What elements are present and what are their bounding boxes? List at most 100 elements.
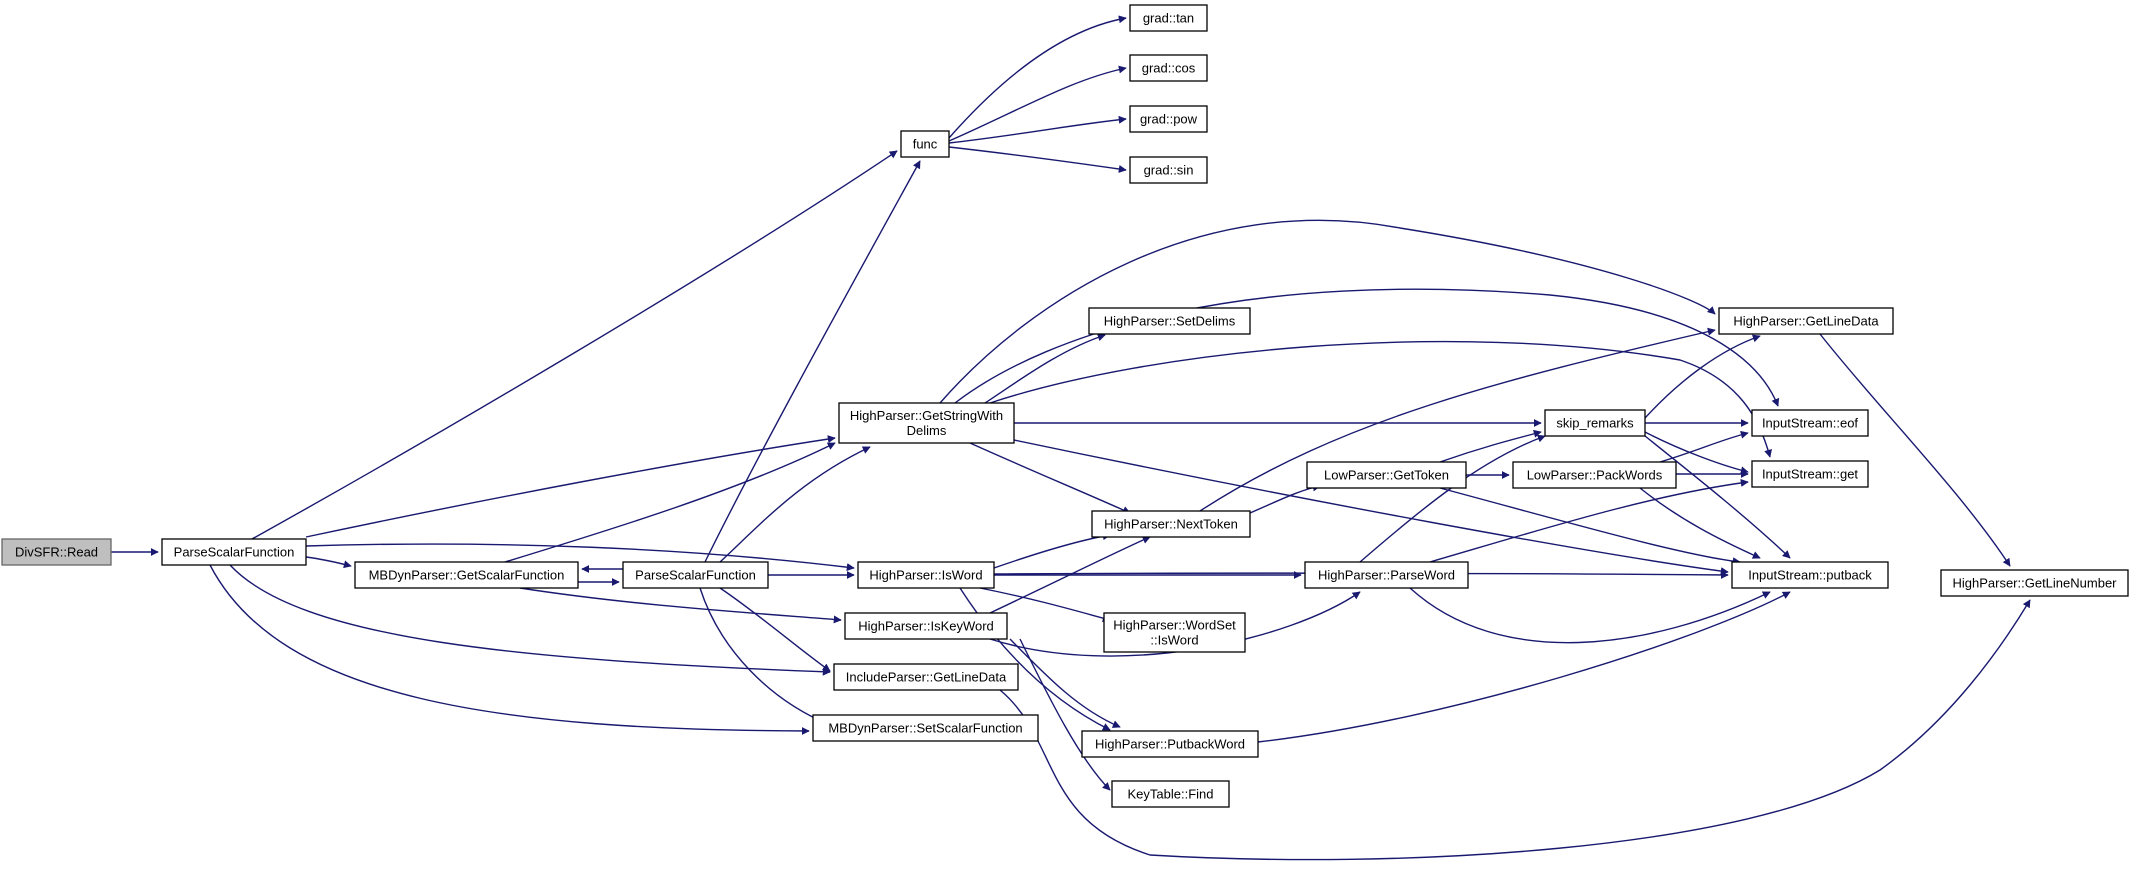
- edge-line: [305, 543, 855, 572]
- node-label: LowParser::PackWords: [1527, 467, 1663, 482]
- node-is-get[interactable]: InputStream::get: [1751, 460, 1869, 488]
- node-hp-is-key-word[interactable]: HighParser::IsKeyWord: [844, 612, 1008, 640]
- edge-hp_is_key_word-to-hp_next_token: [989, 536, 1151, 614]
- node-label: KeyTable::Find: [1128, 786, 1214, 801]
- node-grad-pow[interactable]: grad::pow: [1129, 105, 1208, 133]
- edge-func-to-grad_pow: [948, 115, 1127, 144]
- edge-lp_get_token-to-is_putback: [1439, 487, 1741, 566]
- node-divsfr-read[interactable]: DivSFR::Read: [1, 538, 112, 566]
- edge-lp_get_token-to-skip_remarks: [1439, 429, 1542, 463]
- edge-line: [939, 219, 1716, 404]
- node-box: [1, 538, 112, 566]
- node-label: ParseScalarFunction: [635, 567, 756, 582]
- node-label: HighParser::GetLineNumber: [1952, 575, 2117, 590]
- edge-hp_next_token-to-hp_get_line_data: [1199, 327, 1716, 512]
- edge-parse_scalar_function_1-to-hp_get_string_with_delims: [305, 435, 836, 538]
- edge-parse_scalar_function_2-to-hp_get_string_with_delims: [719, 446, 871, 563]
- node-mbdyn-set-scalar-function[interactable]: MBDynParser::SetScalarFunction: [812, 714, 1039, 742]
- edge-lp_pack_words-to-is_eof: [1659, 430, 1749, 463]
- node-box: [1081, 730, 1259, 758]
- node-ip-get-line-data[interactable]: IncludeParser::GetLineData: [833, 663, 1019, 691]
- edge-line: [1644, 431, 1749, 475]
- node-label: ::IsWord: [1150, 632, 1198, 647]
- node-box: [1129, 4, 1208, 32]
- node-hp-next-token[interactable]: HighParser::NextToken: [1091, 510, 1251, 538]
- edge-line: [993, 532, 1111, 569]
- node-grad-tan[interactable]: grad::tan: [1129, 4, 1208, 32]
- node-label: HighParser::GetStringWith: [850, 408, 1003, 423]
- edge-hp_get_string_with_delims-to-is_get: [989, 340, 1772, 458]
- edge-parse_scalar_function_1-to-hp_is_word: [305, 543, 855, 572]
- node-hp-get-line-data[interactable]: HighParser::GetLineData: [1718, 307, 1894, 335]
- node-lp-pack-words[interactable]: LowParser::PackWords: [1512, 461, 1677, 489]
- node-skip-remarks[interactable]: skip_remarks: [1544, 409, 1646, 437]
- node-is-eof[interactable]: InputStream::eof: [1751, 409, 1869, 437]
- node-label: grad::sin: [1144, 162, 1194, 177]
- edge-line: [305, 435, 836, 538]
- node-hp-parse-word[interactable]: HighParser::ParseWord: [1304, 561, 1469, 589]
- edge-line: [251, 150, 898, 540]
- node-grad-cos[interactable]: grad::cos: [1129, 54, 1208, 82]
- node-box: [1129, 156, 1208, 184]
- node-box: [1304, 561, 1469, 589]
- edge-line: [305, 556, 352, 569]
- edge-parse_scalar_function_2-to-ip_get_line_data: [719, 587, 831, 672]
- node-lp-get-token[interactable]: LowParser::GetToken: [1306, 461, 1467, 489]
- node-label: HighParser::GetLineData: [1733, 313, 1879, 328]
- edge-line: [519, 587, 842, 624]
- node-grad-sin[interactable]: grad::sin: [1129, 156, 1208, 184]
- node-parse-scalar-function-2[interactable]: ParseScalarFunction: [622, 561, 769, 589]
- edge-line: [1013, 439, 1729, 576]
- node-box: [1111, 780, 1230, 808]
- edge-line: [989, 340, 1772, 458]
- node-box: [1718, 307, 1894, 335]
- node-box: [1306, 461, 1467, 489]
- edge-mbdyn_get_scalar_function-to-hp_get_string_with_delims: [504, 442, 836, 563]
- edges: [111, 15, 2031, 861]
- edge-skip_remarks-to-hp_get_line_data: [1644, 334, 1761, 419]
- node-label: InputStream::putback: [1748, 567, 1872, 582]
- node-func[interactable]: func: [900, 130, 950, 158]
- node-hp-set-delims[interactable]: HighParser::SetDelims: [1088, 307, 1251, 335]
- edge-line: [704, 160, 921, 563]
- node-box: [812, 714, 1039, 742]
- node-hp-wordset-is-word[interactable]: HighParser::WordSet::IsWord: [1103, 612, 1246, 653]
- node-is-putback[interactable]: InputStream::putback: [1731, 561, 1889, 589]
- node-keytable-find[interactable]: KeyTable::Find: [1111, 780, 1230, 808]
- node-hp-get-line-number[interactable]: HighParser::GetLineNumber: [1940, 569, 2129, 597]
- edge-line: [1439, 487, 1741, 566]
- node-label: MBDynParser::GetScalarFunction: [369, 567, 565, 582]
- edge-hp_is_key_word-to-keytable_find: [1019, 638, 1111, 791]
- edge-hp_get_line_data-to-hp_get_line_number: [1819, 333, 2011, 567]
- edge-line: [1439, 429, 1542, 463]
- node-box: [1512, 461, 1677, 489]
- node-box: [1751, 460, 1869, 488]
- edge-line: [969, 442, 1131, 514]
- edge-hp_parse_word-to-is_putback: [1409, 587, 1771, 644]
- edge-line: [948, 115, 1127, 144]
- node-box: [622, 561, 769, 589]
- edge-line: [229, 564, 831, 676]
- node-parse-scalar-function-1[interactable]: ParseScalarFunction: [161, 538, 307, 566]
- edge-line: [504, 442, 836, 563]
- node-hp-is-word[interactable]: HighParser::IsWord: [857, 561, 995, 589]
- node-box: [833, 663, 1019, 691]
- node-label: InputStream::eof: [1762, 415, 1858, 430]
- node-hp-putback-word[interactable]: HighParser::PutbackWord: [1081, 730, 1259, 758]
- node-box: [1129, 105, 1208, 133]
- edge-ip_get_line_data-to-hp_get_line_number: [999, 599, 2031, 861]
- edge-hp_get_string_with_delims-to-is_putback: [1013, 439, 1729, 576]
- edge-hp_get_string_with_delims-to-hp_get_line_data: [939, 219, 1716, 404]
- edge-line: [948, 146, 1127, 173]
- node-label: grad::cos: [1142, 60, 1196, 75]
- edge-hp_parse_word-to-skip_remarks: [1359, 434, 1546, 563]
- node-mbdyn-get-scalar-function[interactable]: MBDynParser::GetScalarFunction: [354, 561, 579, 589]
- node-box: [1129, 54, 1208, 82]
- node-box: [857, 561, 995, 589]
- edge-line: [1257, 591, 1791, 743]
- edge-line: [1659, 430, 1749, 463]
- edge-parse_scalar_function_1-to-ip_get_line_data: [229, 564, 831, 676]
- edge-line: [1409, 587, 1771, 644]
